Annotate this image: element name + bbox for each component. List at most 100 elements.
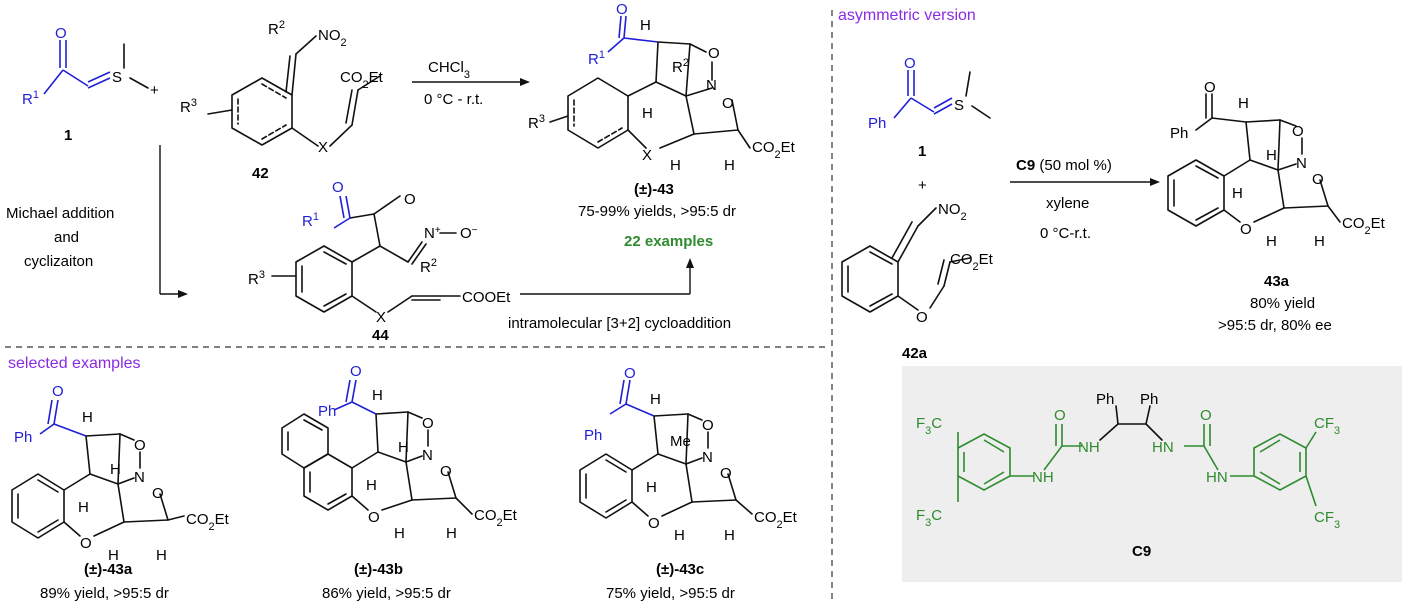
svg-text:C9 (50 mol %): C9 (50 mol %) — [1016, 157, 1112, 174]
svg-text:F3C: F3C — [916, 415, 942, 437]
compound-1-number: 1 — [64, 127, 72, 144]
svg-text:and: and — [54, 229, 79, 246]
svg-text:O: O — [404, 191, 416, 208]
example-43c-label: (±)-43c — [656, 561, 704, 578]
svg-text:H: H — [78, 499, 89, 516]
example-43b-structure: O Ph H O N H O H O H H CO2Et — [281, 363, 518, 542]
example-43a-label: (±)-43a — [84, 561, 133, 578]
svg-text:NO2: NO2 — [938, 201, 967, 223]
asymmetric-version-label: asymmetric version — [838, 7, 976, 24]
example-43b-label: (±)-43b — [354, 561, 403, 578]
ylide-carbonyl-o: O — [55, 25, 67, 42]
product-43-general: O R1 H R2 O N O H X H H CO2Et R3 (±)-43 … — [528, 1, 796, 250]
svg-text:H: H — [82, 409, 93, 426]
svg-text:H: H — [670, 157, 681, 174]
svg-text:H: H — [446, 525, 457, 542]
svg-text:H: H — [110, 461, 121, 478]
compound-43a-number: 43a — [1264, 273, 1290, 290]
svg-text:H: H — [1232, 185, 1243, 202]
asym-ylide-1: O Ph S 1 + — [868, 55, 991, 194]
svg-text:H: H — [674, 527, 685, 544]
svg-text:CO2Et: CO2Et — [950, 251, 994, 273]
svg-text:O: O — [624, 365, 636, 382]
svg-text:1: 1 — [918, 143, 926, 160]
example-43b-result: 86% yield, >95:5 dr — [322, 585, 451, 602]
svg-text:H: H — [724, 527, 735, 544]
svg-text:H: H — [650, 391, 661, 408]
svg-text:CF3: CF3 — [1314, 509, 1340, 531]
compound-42-number: 42 — [252, 165, 269, 182]
svg-text:O: O — [1240, 221, 1252, 238]
svg-text:O: O — [52, 383, 64, 400]
sulfur-ylide-1: O R1 S 1 — [22, 25, 149, 144]
svg-text:R1: R1 — [588, 49, 605, 68]
svg-text:H: H — [646, 479, 657, 496]
svg-text:O: O — [708, 45, 720, 62]
svg-text:NH: NH — [1078, 439, 1100, 456]
svg-text:>95:5 dr, 80% ee: >95:5 dr, 80% ee — [1218, 317, 1332, 334]
svg-text:CO2Et: CO2Et — [186, 511, 230, 533]
svg-text:Ph: Ph — [1170, 125, 1188, 142]
catalyst-c9-label: C9 — [1132, 543, 1151, 560]
svg-text:H: H — [640, 17, 651, 34]
svg-text:H: H — [1238, 95, 1249, 112]
svg-text:R3: R3 — [180, 97, 197, 116]
example-43a-structure: O Ph H O N H O H O H H CO2Et — [11, 383, 230, 564]
svg-text:S: S — [954, 97, 964, 114]
catalyst-c9-box — [902, 366, 1402, 582]
svg-text:O: O — [152, 485, 164, 502]
svg-text:R2: R2 — [268, 19, 285, 38]
svg-text:H: H — [394, 525, 405, 542]
svg-text:R3: R3 — [248, 269, 265, 288]
svg-text:R1: R1 — [22, 89, 39, 108]
selected-examples-label: selected examples — [8, 355, 141, 372]
svg-text:H: H — [108, 547, 119, 564]
intermediate-44: O R1 O N+ O− R2 R3 X COOEt 44 — [248, 179, 511, 344]
svg-text:N: N — [1296, 155, 1307, 172]
plus-sign: + — [150, 82, 159, 99]
svg-text:O: O — [1054, 407, 1066, 424]
svg-text:Ph: Ph — [1140, 391, 1158, 408]
svg-text:X: X — [376, 309, 386, 326]
svg-text:CO2Et: CO2Et — [474, 507, 518, 529]
svg-text:O: O — [616, 1, 628, 18]
svg-text:Ph: Ph — [584, 427, 602, 444]
svg-text:H: H — [1266, 233, 1277, 250]
compound-44-number: 44 — [372, 327, 389, 344]
svg-text:CO2Et: CO2Et — [752, 139, 796, 161]
svg-text:H: H — [372, 387, 383, 404]
svg-text:R2: R2 — [420, 257, 437, 276]
svg-text:H: H — [366, 477, 377, 494]
michael-path-arrow: Michael addition and cyclizaiton — [6, 145, 188, 298]
svg-text:O: O — [702, 417, 714, 434]
asym-substrate-42a: NO2 CO2Et O 42a — [841, 201, 994, 362]
svg-text:0 °C-r.t.: 0 °C-r.t. — [1040, 225, 1091, 242]
svg-text:R1: R1 — [302, 211, 319, 230]
svg-text:+: + — [918, 177, 927, 194]
svg-text:O: O — [722, 95, 734, 112]
product-43-yield: 75-99% yields, >95:5 dr — [578, 203, 736, 220]
svg-text:Michael addition: Michael addition — [6, 205, 114, 222]
ylide-sulfur: S — [112, 69, 122, 86]
asym-product-43a: O Ph H O N H O H O H H CO2Et 43a 80% yie… — [1167, 79, 1386, 334]
svg-text:CHCl3: CHCl3 — [428, 59, 470, 81]
svg-text:N: N — [706, 77, 717, 94]
svg-text:O: O — [1200, 407, 1212, 424]
svg-text:NH: NH — [1032, 469, 1054, 486]
asym-reaction-arrow: C9 (50 mol %) xylene 0 °C-r.t. — [1010, 157, 1160, 242]
svg-text:O: O — [422, 415, 434, 432]
svg-text:H: H — [398, 439, 409, 456]
svg-text:O: O — [134, 437, 146, 454]
example-43c-result: 75% yield, >95:5 dr — [606, 585, 735, 602]
svg-text:N: N — [422, 447, 433, 464]
svg-text:intramolecular [3+2] cycloaddi: intramolecular [3+2] cycloaddition — [508, 315, 731, 332]
compound-42a-number: 42a — [902, 345, 928, 362]
svg-text:H: H — [156, 547, 167, 564]
example-43c-structure: O Ph H O N Me O H O H H CO2Et — [579, 365, 798, 544]
svg-text:O: O — [80, 535, 92, 552]
svg-text:O−: O− — [460, 225, 478, 243]
svg-text:H: H — [724, 157, 735, 174]
svg-text:O: O — [1292, 123, 1304, 140]
cycloaddition-arrow: intramolecular [3+2] cycloaddition — [508, 258, 731, 332]
svg-text:H: H — [1266, 147, 1277, 164]
